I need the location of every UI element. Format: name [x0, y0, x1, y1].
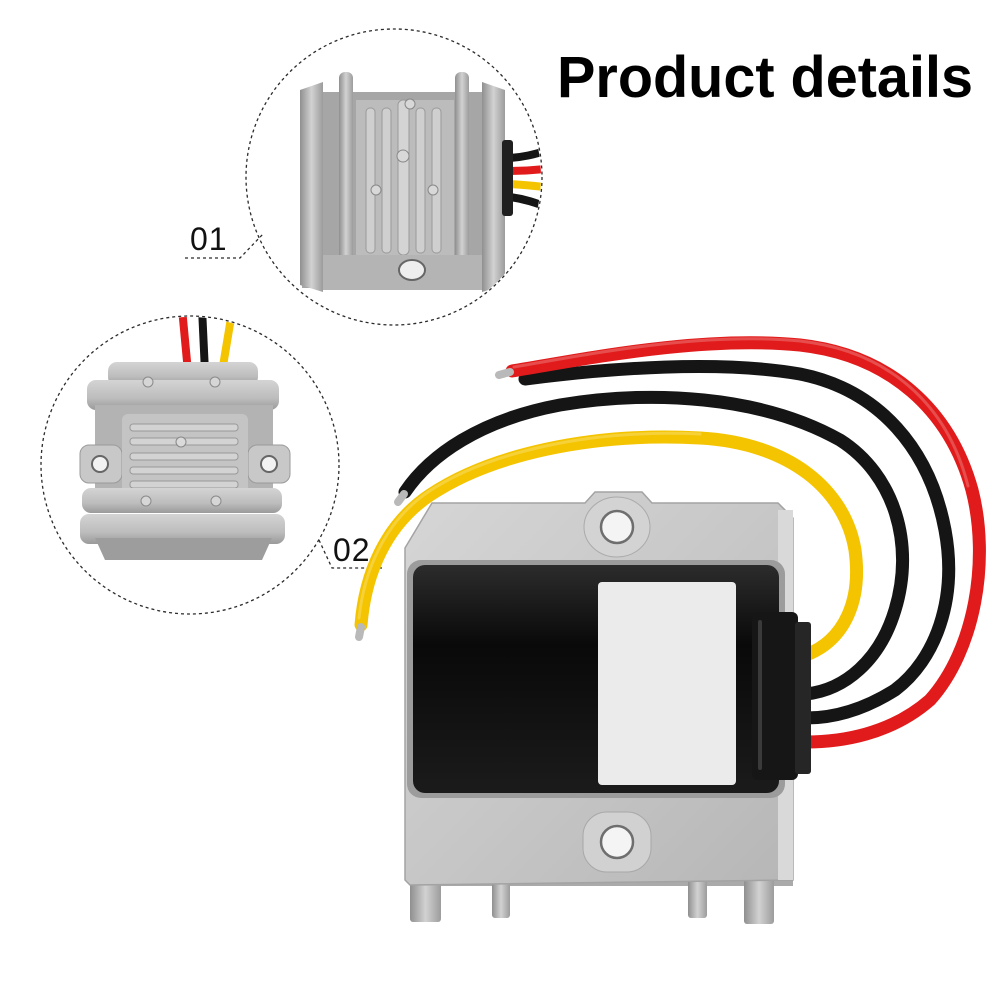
callout-01-dashed-circle [245, 28, 543, 326]
callout-02-mount-hole-right [260, 455, 278, 473]
callout-02: 02 [40, 315, 382, 615]
callout-01-fin-left-outer [300, 82, 323, 292]
wire-red-terminal [495, 368, 514, 379]
callout-02-rib [129, 466, 239, 475]
callout-02-bottom-fin-1 [82, 488, 282, 513]
callout-01-top-view-module [300, 72, 541, 292]
callout-01-rivet [404, 98, 416, 110]
wire-red-highlight [512, 337, 970, 488]
callout-01-wires [509, 146, 541, 212]
callout-01-wire-black-2 [509, 193, 541, 212]
callout-01-rivet [370, 184, 382, 196]
callout-02-rivet [142, 376, 154, 388]
callout-02-rivet [175, 436, 187, 448]
callout-01-connector [502, 140, 513, 216]
callout-02-top-fin-2 [87, 380, 279, 410]
callout-02-wire-black [198, 317, 209, 373]
callout-02-rib [129, 452, 239, 461]
main-bottom-mount-hole [599, 824, 635, 860]
connector-body [752, 612, 798, 780]
callout-02-ribs [129, 423, 239, 489]
main-fin [744, 878, 774, 924]
main-wires [354, 336, 986, 749]
callout-01-rib [397, 99, 410, 256]
callout-02-rib [129, 480, 239, 489]
callout-02-label: 02 [333, 532, 371, 568]
callout-01-rib [431, 107, 442, 254]
callout-02-mount-hole-left [91, 455, 109, 473]
callout-02-rib [129, 423, 239, 432]
callout-01-wire-red [509, 164, 541, 175]
main-fin [492, 878, 510, 918]
callout-02-wire-red [178, 317, 192, 373]
wire-yellow [354, 430, 864, 662]
main-converter-module [354, 336, 986, 924]
callout-02-leader-line [318, 539, 382, 569]
main-white-label [598, 582, 736, 785]
wire-black-1 [518, 360, 956, 725]
callout-02-base [95, 538, 272, 560]
callout-01-rib [365, 107, 376, 254]
callout-01-fin-left-inner [339, 72, 353, 282]
wire-black-terminal [394, 490, 408, 506]
callout-02-dashed-circle [40, 315, 340, 615]
wire-black-2 [398, 390, 910, 701]
main-fin [410, 878, 441, 922]
page-title: Product details [557, 45, 973, 110]
callout-01-rivet [427, 184, 439, 196]
callout-02-rivet [140, 495, 152, 507]
callout-02-rivet [210, 495, 222, 507]
callout-01-wire-yellow [509, 180, 541, 192]
callout-01-label: 01 [190, 221, 228, 257]
callout-01-rib [381, 107, 392, 254]
callout-01-center-ribs [365, 98, 442, 256]
callout-01-rivet [396, 149, 410, 163]
callout-01-wire-black-1 [509, 146, 541, 162]
wire-yellow-highlight [357, 431, 702, 620]
main-wire-connector [752, 612, 811, 780]
callout-01-mount-hole [398, 259, 426, 281]
main-fin [688, 878, 707, 918]
callout-02-bottom-fin-2 [80, 514, 285, 544]
main-top-mount-hole [599, 509, 635, 545]
connector-highlight [758, 620, 762, 770]
callout-02-front-view-module [79, 317, 291, 560]
callout-01-rib [415, 107, 426, 254]
callout-02-rivet [209, 376, 221, 388]
callout-01: 01 [185, 28, 543, 326]
wire-red [505, 336, 986, 749]
connector-collar [795, 622, 811, 774]
callout-01-fin-right-inner [455, 72, 469, 282]
callout-01-leader-line [185, 233, 264, 259]
callout-01-fin-right-outer [482, 82, 505, 292]
wire-yellow-terminal [355, 623, 365, 641]
